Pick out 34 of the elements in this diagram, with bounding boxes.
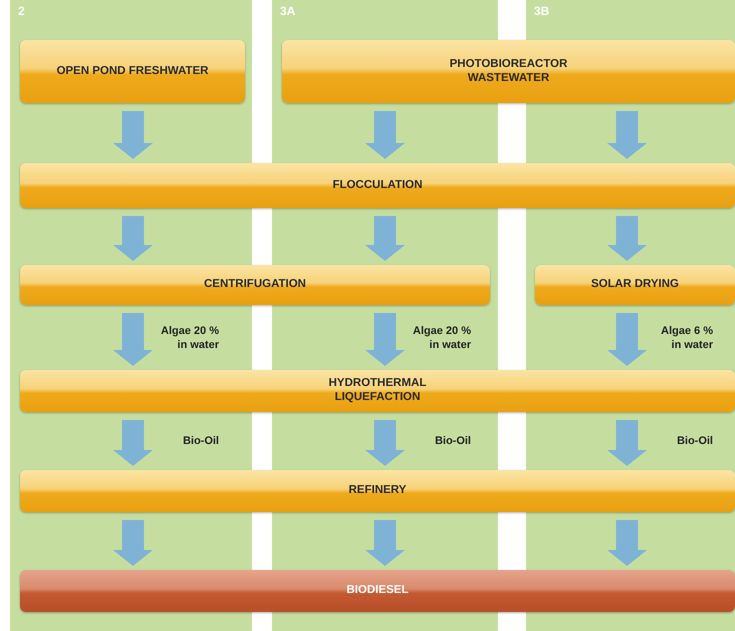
flow-arrow — [113, 111, 153, 159]
box-label: HYDROTHERMAL LIQUEFACTION — [328, 377, 428, 405]
process-box — [20, 163, 735, 208]
flow-arrow — [365, 111, 405, 159]
flow-arrow — [607, 111, 647, 159]
flow-arrow — [607, 520, 647, 566]
column-heading: 3A — [280, 4, 296, 18]
process-box — [20, 40, 245, 103]
process-box — [20, 470, 735, 512]
flow-arrow — [607, 313, 647, 366]
process-box — [535, 265, 735, 305]
box-label: CENTRIFUGATION — [204, 278, 306, 292]
flow-arrow — [113, 420, 153, 466]
process-box — [282, 40, 735, 103]
flow-arrow — [365, 313, 405, 366]
box-label: OPEN POND FRESHWATER — [56, 64, 208, 78]
flow-arrow — [365, 420, 405, 466]
process-box — [20, 265, 490, 305]
flow-arrow — [365, 216, 405, 261]
flow-arrow — [607, 216, 647, 261]
flow-arrow — [113, 216, 153, 261]
box-label: REFINERY — [348, 484, 406, 498]
box-label: SOLAR DRYING — [591, 278, 679, 292]
flow-arrow — [607, 420, 647, 466]
process-box — [20, 370, 735, 412]
box-label: FLOCCULATION — [332, 178, 422, 192]
box-label: BIODIESEL — [346, 584, 408, 598]
output-box — [20, 570, 735, 612]
flow-arrow — [365, 520, 405, 566]
box-label: PHOTOBIOREACTOR WASTEWATER — [448, 58, 568, 86]
flow-arrow — [113, 520, 153, 566]
flow-arrow — [113, 313, 153, 366]
column-heading: 3B — [534, 4, 550, 18]
column-heading: 2 — [18, 4, 25, 18]
